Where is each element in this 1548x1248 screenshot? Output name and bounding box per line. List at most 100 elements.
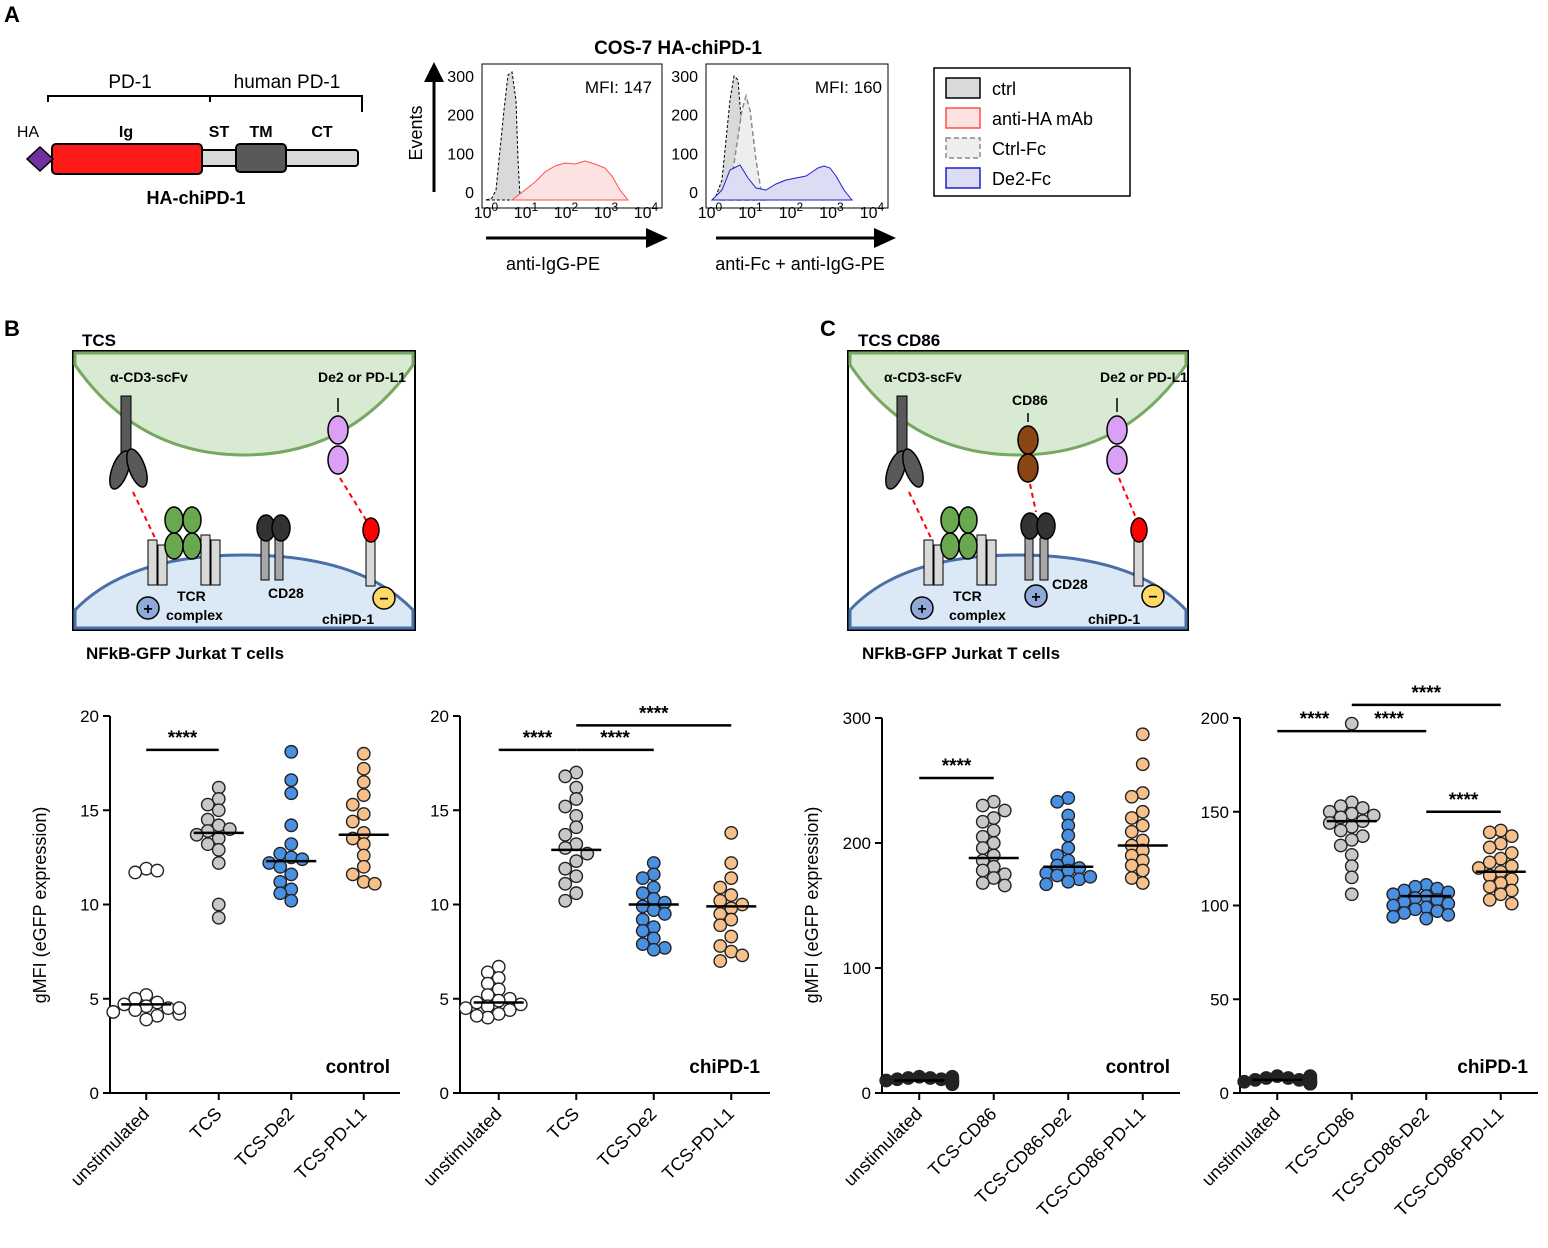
data-point (646, 942, 661, 957)
x-category-label: TCS-De2 (593, 1104, 660, 1171)
tcr-chain-1-c (923, 539, 934, 586)
data-point (975, 829, 990, 844)
ct-label: CT (311, 124, 333, 141)
hist2-ytick-label: 200 (671, 108, 698, 125)
data-point (1333, 823, 1348, 838)
data-point (1355, 801, 1370, 815)
data-point (345, 814, 360, 829)
data-point (975, 798, 990, 813)
panel-c: C TCS CD86 α-CD3-scFv CD86 De2 or PD-L1 (820, 316, 1189, 663)
tcr-chain-3-c (976, 534, 987, 586)
data-point (986, 871, 1001, 885)
data-point (713, 880, 728, 895)
cd3-subunit-4 (182, 532, 202, 560)
tcr-chain-4 (210, 539, 221, 586)
scfv-domain-2-c (902, 448, 924, 488)
cd28-label: CD28 (268, 585, 304, 601)
data-point (1386, 898, 1401, 913)
hist2-xtick-label: 102 (779, 200, 804, 222)
ligand-domain-1 (327, 415, 349, 445)
plus-sign-c1: + (917, 601, 926, 618)
cd28-stalk-2 (274, 537, 284, 581)
legend-swatch-de2 (945, 167, 981, 189)
data-point (569, 820, 584, 835)
data-point (1083, 869, 1098, 884)
chipd1-ig-domain-c (1130, 517, 1148, 543)
data-point (150, 863, 165, 878)
hist2-xtick-base: 10 (738, 205, 756, 222)
human-pd1-bracket (209, 95, 363, 112)
y-tick-label: 200 (1201, 709, 1229, 728)
data-point (284, 837, 299, 852)
data-point (724, 912, 739, 927)
data-point (713, 893, 728, 908)
data-point (139, 1012, 154, 1027)
hist2-xtick-exp: 4 (878, 200, 885, 214)
data-point (356, 775, 371, 789)
y-tick-label: 5 (90, 990, 99, 1009)
hist1-xtick-base: 10 (474, 205, 492, 222)
significance-label: **** (639, 703, 669, 724)
panel-letter-a: A (4, 2, 20, 27)
data-point (1259, 1071, 1274, 1085)
cd3-subunit-2-c (958, 506, 978, 534)
cd86-label: CD86 (1012, 392, 1048, 408)
data-point (1333, 838, 1348, 853)
ligand-domain-1-c (1106, 415, 1128, 445)
data-point (200, 837, 215, 852)
legend-swatch-ctrl (945, 77, 981, 99)
tcr-label: TCR (177, 588, 206, 604)
data-point (635, 937, 650, 951)
tcr-chain-3 (200, 534, 211, 586)
cd3-subunit-2 (182, 506, 202, 534)
hist1-xtick-exp: 2 (572, 200, 579, 214)
plus-sign-c2: + (1031, 589, 1040, 606)
cd86-interaction-line (1029, 483, 1037, 513)
hist2-xtick-base: 10 (779, 205, 797, 222)
x-category-label: TCS (186, 1104, 226, 1144)
data-point (975, 841, 990, 855)
data-point (1482, 840, 1497, 855)
data-point (1039, 866, 1054, 880)
st-label: ST (209, 124, 230, 141)
significance-label: **** (600, 728, 630, 749)
data-point (356, 761, 371, 776)
data-point (1344, 716, 1359, 731)
activation-plus-icon (136, 596, 160, 620)
cd28-label-c: CD28 (1052, 576, 1088, 592)
data-point (1124, 811, 1139, 825)
data-point (713, 939, 728, 953)
data-point (657, 895, 672, 910)
data-point (569, 854, 584, 869)
data-point (211, 856, 226, 870)
x-category-label: TCS (543, 1104, 583, 1144)
data-point (635, 912, 650, 927)
data-point (284, 744, 299, 759)
ig-label: Ig (119, 124, 133, 141)
inhibition-minus-icon-c (1141, 584, 1165, 608)
data-point (458, 1001, 473, 1016)
data-point (356, 788, 371, 803)
x-category-label: TCS-PD-L1 (291, 1104, 371, 1184)
panel-c-title: TCS CD86 (858, 331, 940, 350)
data-point (284, 818, 299, 833)
scfv-domain-1 (109, 450, 131, 490)
scatter-chart-c-control: 0100200300unstimulatedTCS-CD86TCS-CD86-D… (840, 709, 1180, 1220)
data-point (997, 803, 1012, 818)
data-point (975, 814, 990, 829)
data-point (1482, 879, 1497, 894)
hist2-xtick-label: 100 (698, 200, 723, 222)
data-point (1061, 874, 1076, 889)
hist1-xtick-label: 104 (634, 200, 659, 222)
tcr-chain-2 (157, 544, 168, 586)
hist2-mfi: MFI: 160 (815, 78, 882, 97)
y-tick-label: 10 (430, 896, 449, 915)
data-point (635, 886, 650, 901)
data-point (558, 827, 573, 842)
hist2-x-arrowhead (874, 228, 896, 248)
data-point (1482, 855, 1497, 870)
hist1-xtick-exp: 3 (612, 200, 619, 214)
data-point (1135, 757, 1150, 772)
data-point (1072, 872, 1087, 887)
